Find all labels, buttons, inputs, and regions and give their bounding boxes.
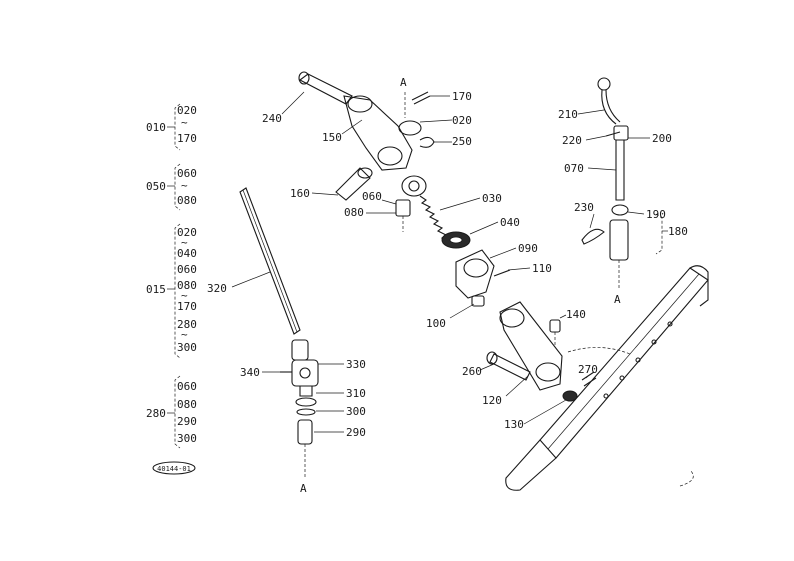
marker-a-top: A [400,76,407,89]
callout-230: 230 [574,201,594,214]
callout-260: 260 [462,365,482,378]
callout-120: 120 [482,394,502,407]
bolt-060-080: 060 080 [344,190,411,232]
callout-110: 110 [532,262,552,275]
pivot-020: A 020 [398,76,472,136]
group-050: 050 060 ~ 080 [146,163,197,211]
callout-130: 130 [504,418,524,431]
callout-030: 030 [482,192,502,205]
callout-200: 200 [652,132,672,145]
callout-070: 070 [564,162,584,175]
control-lever-210: 210 [558,77,621,125]
callout-140: 140 [566,308,586,321]
callout-320: 320 [207,282,227,295]
marker-a-bottom-left: A [300,482,307,495]
callout-250: 250 [452,135,472,148]
clip-250: 250 [419,135,472,148]
nut-100: 100 [426,295,485,330]
group-item: 290 [177,415,197,428]
svg-text:~: ~ [181,179,188,192]
callout-270: 270 [578,363,598,376]
group-item: 080 [177,194,197,207]
callout-180: 180 [668,225,688,238]
callout-220: 220 [562,134,582,147]
svg-text:~: ~ [181,289,188,302]
collar-190: 190 [611,204,666,221]
callout-150: 150 [322,131,342,144]
group-item: 080 [177,398,197,411]
pin-170: 170 [411,90,472,105]
shaft-320: 320 [207,187,301,335]
svg-text:~: ~ [181,328,188,341]
marker-a-bottom-right: A [614,293,621,306]
arm-120: 120 [482,301,563,407]
callout-080: 080 [344,206,364,219]
callout-090: 090 [518,242,538,255]
callout-040: 040 [500,216,520,229]
lever-body-150: 150 [322,95,413,171]
group-item: 060 [177,380,197,393]
group-item: 020 [177,226,197,239]
group-item: 040 [177,247,197,260]
callout-170: 170 [452,90,472,103]
washer-130: 130 [504,390,578,431]
group-item: 020 [177,104,197,117]
group-item: 170 [177,132,197,145]
group-item: 300 [177,341,197,354]
callout-210: 210 [558,108,578,121]
callout-300: 300 [346,405,366,418]
callout-100: 100 [426,317,446,330]
callout-340: 340 [240,366,260,379]
housing-090: 090 [455,242,538,299]
washer-040: 040 [441,216,520,249]
group-item: 060 [177,167,197,180]
joint-200: 200 [613,125,672,145]
callout-330: 330 [346,358,366,371]
catalog-stamp: 40144-01 [152,461,196,475]
pin-220: 220 [562,131,621,147]
group-item: 080 [177,279,197,292]
group-015: 015 020 ~ 040 060 080 ~ 170 280 ~ 300 [146,223,197,359]
group-280: 280 060 080 290 300 [146,375,197,449]
callout-240: 240 [262,112,282,125]
callout-190: 190 [646,208,666,221]
group-item: 300 [177,432,197,445]
stamp-text: 40144-01 [157,465,191,473]
rod-070: 070 [564,140,625,201]
group-010: 010 020 ~ 170 [146,103,197,151]
universal-joint: A 330 340 310 300 290 [240,339,366,495]
callout-020: 020 [452,114,472,127]
group-id: 015 [146,283,166,296]
lift-arm [505,265,709,491]
group-item: 060 [177,263,197,276]
callout-290: 290 [346,426,366,439]
pin-270: 270 [578,363,598,387]
bolt-140: 140 [549,308,586,346]
bolt-110: 110 [493,262,552,277]
svg-text:~: ~ [181,116,188,129]
callout-310: 310 [346,387,366,400]
callout-060: 060 [362,190,382,203]
body-180: A 180 [609,213,688,306]
pin-260: 260 [462,351,531,381]
group-id: 280 [146,407,166,420]
group-id: 010 [146,121,166,134]
group-item: 280 [177,318,197,331]
group-id: 050 [146,180,166,193]
svg-text:~: ~ [181,236,188,249]
group-item: 170 [177,300,197,313]
callout-160: 160 [290,187,310,200]
sleeve-160: 160 [290,167,373,201]
lever-240: 240 [262,71,353,125]
spring-230: 230 [574,201,605,245]
spring-rod-030: 030 [401,175,502,243]
